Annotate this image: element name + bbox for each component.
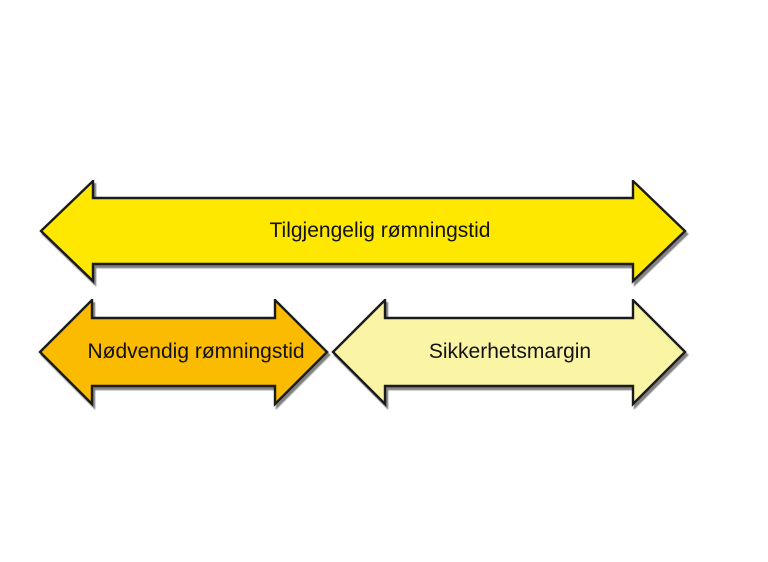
double-arrow-shape-margin (331, 299, 687, 407)
arrow-available-evacuation-time (39, 180, 687, 284)
double-arrow-shape-available (39, 180, 687, 284)
double-arrow-shape-required (38, 299, 329, 407)
arrow-required-evacuation-time (38, 299, 329, 407)
arrow-safety-margin (331, 299, 687, 407)
